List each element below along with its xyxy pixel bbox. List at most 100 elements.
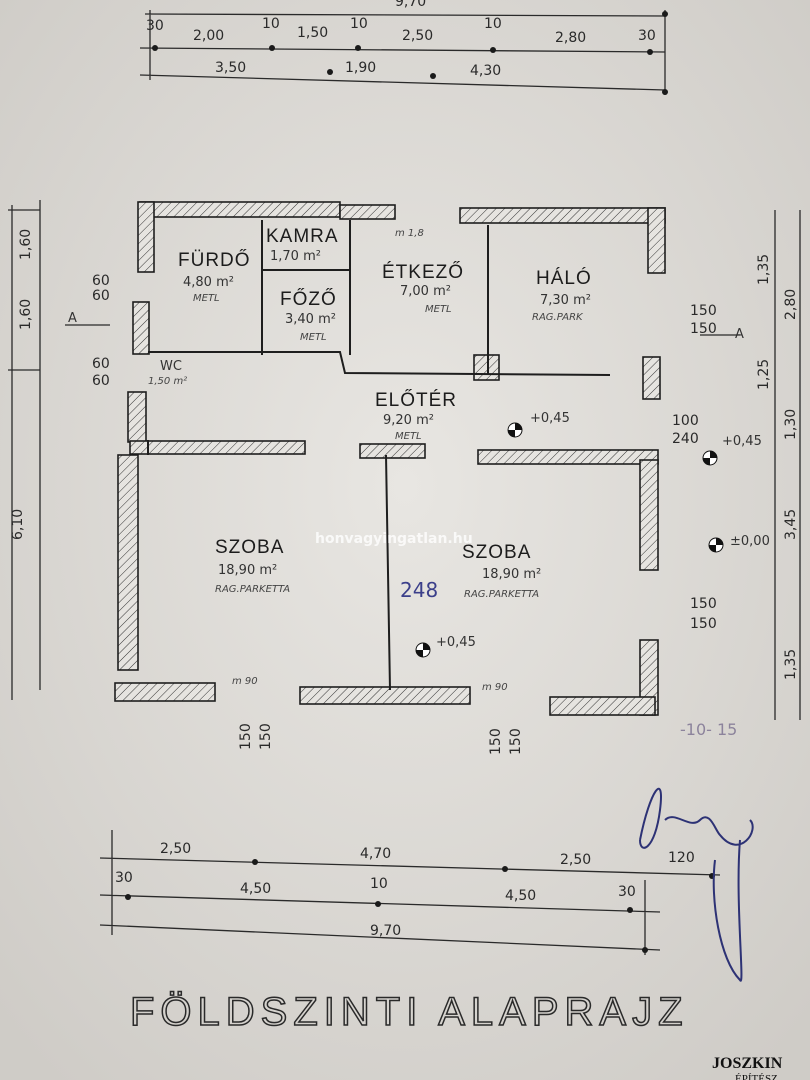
dim: 1,90 — [345, 60, 376, 76]
signature — [639, 787, 754, 982]
level-marker-icon — [709, 538, 723, 552]
dim: 30 — [618, 884, 636, 900]
dim: 1,60 — [18, 229, 34, 260]
dim: 120 — [668, 850, 695, 866]
dim: 10 — [350, 16, 368, 32]
room-name: FÜRDŐ — [178, 249, 251, 271]
room-floor: METL — [300, 332, 327, 343]
room-szoba-left: SZOBA 18,90 m² RAG.PARKETTA — [215, 537, 290, 595]
room-floor: METL — [395, 431, 422, 442]
room-area: 3,40 m² — [285, 312, 336, 327]
dim: 1,35 — [783, 649, 799, 680]
dim: 150 — [488, 728, 504, 755]
room-fozo: FŐZŐ 3,40 m² METL — [280, 288, 336, 343]
room-floor: RAG.PARKETTA — [215, 584, 290, 595]
dim: 30 — [146, 18, 164, 34]
stamp-date: -10- 15 — [680, 720, 737, 739]
dim: 4,30 — [470, 63, 501, 79]
room-area: 18,90 m² — [218, 563, 277, 578]
room-name: ELŐTÉR — [375, 389, 457, 411]
bottom-dimensions: 2,50 4,70 2,50 120 30 4,50 10 4,50 30 9,… — [99, 830, 721, 955]
architect-name: JOSZKIN — [712, 1055, 783, 1072]
room-area: 7,30 m² — [540, 293, 591, 308]
dim: 10 — [484, 16, 502, 32]
dim: 60 — [92, 356, 110, 372]
right-dimensions: 1,35 2,80 1,25 1,30 3,45 1,35 150 150 10… — [672, 210, 801, 720]
dim: 60 — [92, 288, 110, 304]
dim: 2,50 — [402, 28, 433, 44]
dim: 3,45 — [783, 509, 799, 540]
room-floor: RAG.PARKETTA — [464, 589, 539, 600]
handwritten-note: 248 — [400, 578, 438, 602]
room-floor: RAG.PARK — [532, 312, 584, 323]
room-area: 1,50 m² — [148, 376, 187, 387]
level-label: +0,45 — [722, 434, 762, 449]
dim: 10 — [370, 876, 388, 892]
room-area: 7,00 m² — [400, 284, 451, 299]
dim: 150 — [238, 723, 254, 750]
room-area: 18,90 m² — [482, 567, 541, 582]
dim: 150 — [690, 303, 717, 319]
room-wc: WC 1,50 m² — [148, 359, 187, 387]
room-kamra: KAMRA 1,70 m² — [266, 226, 339, 264]
dim: 4,50 — [240, 881, 271, 897]
dim: 1,25 — [756, 359, 772, 390]
drawing-title: FÖLDSZINTI ALAPRAJZ — [130, 990, 689, 1034]
room-halo: HÁLÓ 7,30 m² RAG.PARK — [532, 267, 592, 323]
level-label: +0,45 — [530, 411, 570, 426]
window-labels: m 90 m 90 150 150 150 150 — [232, 676, 524, 755]
dim: 10 — [262, 16, 280, 32]
dim: 150 — [690, 321, 717, 337]
room-etkezo: ÉTKEZŐ 7,00 m² METL m 1,8 — [382, 228, 464, 315]
dim: 2,00 — [193, 28, 224, 44]
walls — [114, 201, 666, 716]
dim-top-total: 9,70 — [395, 0, 426, 10]
dim: 150 — [690, 616, 717, 632]
dim: 2,80 — [783, 289, 799, 320]
dim: 4,50 — [505, 888, 536, 904]
dim: 1,50 — [297, 25, 328, 41]
dim: 30 — [115, 870, 133, 886]
dim: 60 — [92, 273, 110, 289]
dim: 2,50 — [160, 841, 191, 857]
level-label: +0,45 — [436, 635, 476, 650]
dim: 2,50 — [560, 852, 591, 868]
dim: 3,50 — [215, 60, 246, 76]
dim: 60 — [92, 373, 110, 389]
left-dimensions: 1,60 1,60 6,10 60 60 60 60 — [8, 200, 110, 700]
dim-bottom-total: 9,70 — [370, 923, 401, 939]
room-floor: METL — [193, 293, 220, 304]
dim: 150 — [258, 723, 274, 750]
room-name: SZOBA — [462, 542, 531, 563]
dim: 240 — [672, 431, 699, 447]
room-area: 9,20 m² — [383, 413, 434, 428]
level-marker-icon — [508, 423, 522, 437]
dim: 30 — [638, 28, 656, 44]
room-furdo: FÜRDŐ 4,80 m² METL — [178, 249, 251, 304]
window-label: m 1,8 — [395, 228, 424, 239]
window-label: m 90 — [482, 682, 508, 693]
dim: 4,70 — [360, 846, 391, 862]
dim: 1,35 — [756, 254, 772, 285]
room-name: KAMRA — [266, 226, 339, 247]
room-eloter: ELŐTÉR 9,20 m² METL — [375, 389, 457, 442]
architect-role: ÉPÍTÉSZ — [735, 1073, 778, 1080]
dim: 1,60 — [18, 299, 34, 330]
level-marks: +0,45 +0,45 ±0,00 +0,45 A A — [65, 311, 770, 658]
level-marker-icon — [703, 451, 717, 465]
dim: 100 — [672, 413, 699, 429]
top-dimensions: 9,70 30 2,00 10 1,50 10 2,50 10 2,80 30 … — [139, 0, 668, 95]
dim: 1,30 — [783, 409, 799, 440]
dim: 150 — [690, 596, 717, 612]
dim: 2,80 — [555, 30, 586, 46]
room-name: ÉTKEZŐ — [382, 261, 464, 283]
section-mark: A — [68, 311, 77, 326]
watermark: honvagyingatlan.hu — [315, 531, 473, 547]
level-marker-icon — [416, 643, 430, 657]
window-label: m 90 — [232, 676, 258, 687]
room-name: WC — [160, 359, 182, 374]
dim: 6,10 — [10, 509, 26, 540]
room-name: SZOBA — [215, 537, 284, 558]
room-name: HÁLÓ — [536, 267, 592, 289]
